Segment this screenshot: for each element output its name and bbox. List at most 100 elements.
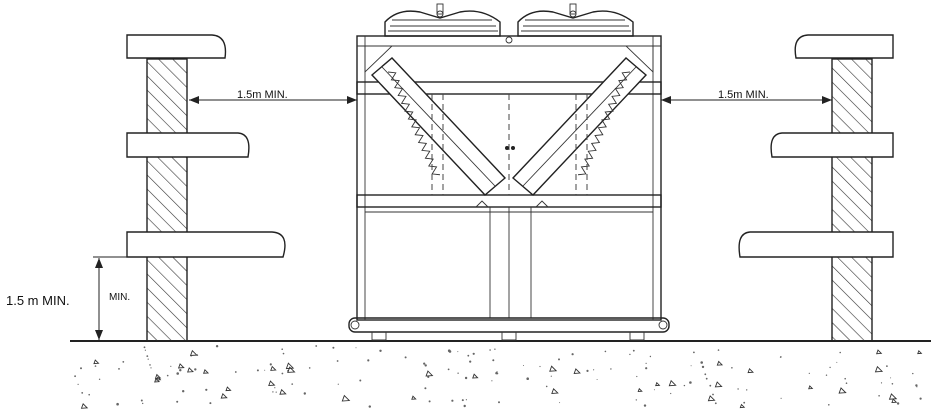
gravel-dot [717,349,720,351]
gravel-dot [282,352,285,355]
gravel-dot [912,372,914,375]
gravel-dot [915,384,918,387]
gravel-dot [604,350,607,353]
gravel-dot [701,365,705,369]
gravel-dot [880,382,883,384]
gravel-dot [457,372,459,374]
gravel-dot [896,402,900,405]
gravel-stone [220,392,228,399]
gravel-dot [140,399,143,402]
gravel-dot [264,369,266,371]
gravel-dot [281,372,284,375]
gravel-dot [98,378,101,380]
gravel-dot [916,386,918,388]
condenser-unit [348,3,670,341]
gravel-stone [411,395,417,400]
gravel-dot [315,345,318,347]
gravel-stone [637,387,643,393]
gravel-dot [447,349,451,353]
gravel-dot [149,364,151,366]
gravel-dot [147,358,149,360]
gravel-dot [492,359,495,362]
right-wall [738,34,894,342]
gravel-dot [176,400,179,403]
gravel-dot [683,384,686,387]
gravel-dot [359,379,362,382]
gravel-dot [704,373,707,376]
gravel-stone [549,365,558,372]
gravel-dot [118,368,120,370]
gravel-dot [467,354,470,357]
gravel-stone [888,393,898,400]
gravel-stone [156,376,162,381]
gravel-stone [225,386,232,392]
gravel-dot [88,393,90,396]
gravel-dot [709,384,712,387]
gravel-stone [655,381,661,387]
gravel-dot [645,367,648,370]
gravel-dot [303,392,306,395]
gravel-dot [182,390,185,393]
left-shelf-middle [126,132,250,158]
gravel-dot [891,383,894,385]
height-clearance-label: 1.5 m MIN. [6,293,70,308]
fan-right [517,3,634,37]
gravel-dot [428,400,431,403]
gravel-stone [739,403,746,409]
gravel-dot [693,351,695,354]
gravel-dot [423,362,426,365]
height-min-tag: MIN. [109,292,130,303]
gravel-dot [94,365,97,367]
gravel-dot [839,351,841,354]
gravel-dot [610,368,612,370]
gravel-dot [649,355,652,358]
gravel-dot [234,371,237,373]
gravel-dot [424,387,427,390]
gravel-dot [272,391,274,393]
gravel-stone [917,349,923,355]
left-clearance-dimension: 1.5m MIN. [189,89,357,104]
gravel-dot [424,364,427,367]
gravel-dot [550,375,552,377]
gravel-stone [472,373,479,379]
gravel-dot [463,404,466,408]
gravel-stone [876,349,883,355]
gravel-dot [336,360,339,362]
gravel-stone [668,379,677,387]
gravel-dot [281,348,284,351]
gravel-stone [287,366,296,373]
gravel-dot [559,402,561,404]
gravel-dot [670,392,672,395]
height-clearance-dimension: MIN. [93,256,130,340]
gravel-dot [635,399,637,401]
gravel-dot [209,402,212,405]
right-shelf-bottom [738,231,894,258]
gravel-dot [886,365,888,367]
gravel-dot [116,402,119,406]
gravel-dot [496,371,498,373]
gravel-stone [714,381,723,388]
gravel-dot [632,349,635,352]
gravel-dot [629,353,631,356]
gravel-dot [332,346,335,349]
gravel-dot [746,389,748,391]
gravel-dot [465,399,467,401]
gravel-dot [689,381,692,384]
gravel-stone [838,387,847,394]
gravel-dot [645,362,647,364]
gravel-dot [179,369,182,372]
gravel-dot [194,368,197,371]
gravel-dot [828,404,830,406]
gravel-dot [558,358,560,361]
gravel-dot [825,374,828,376]
gravel-dot [472,352,475,355]
gravel-dot [427,375,430,378]
gravel-stone [177,363,185,369]
gravel-dot [636,375,638,378]
gravel-dot [457,351,459,353]
left-wall [126,34,286,342]
gravel-dot [404,356,407,359]
gravel-dot [643,404,647,407]
gravel-dot [779,356,782,358]
right-shelf-middle [770,132,894,158]
